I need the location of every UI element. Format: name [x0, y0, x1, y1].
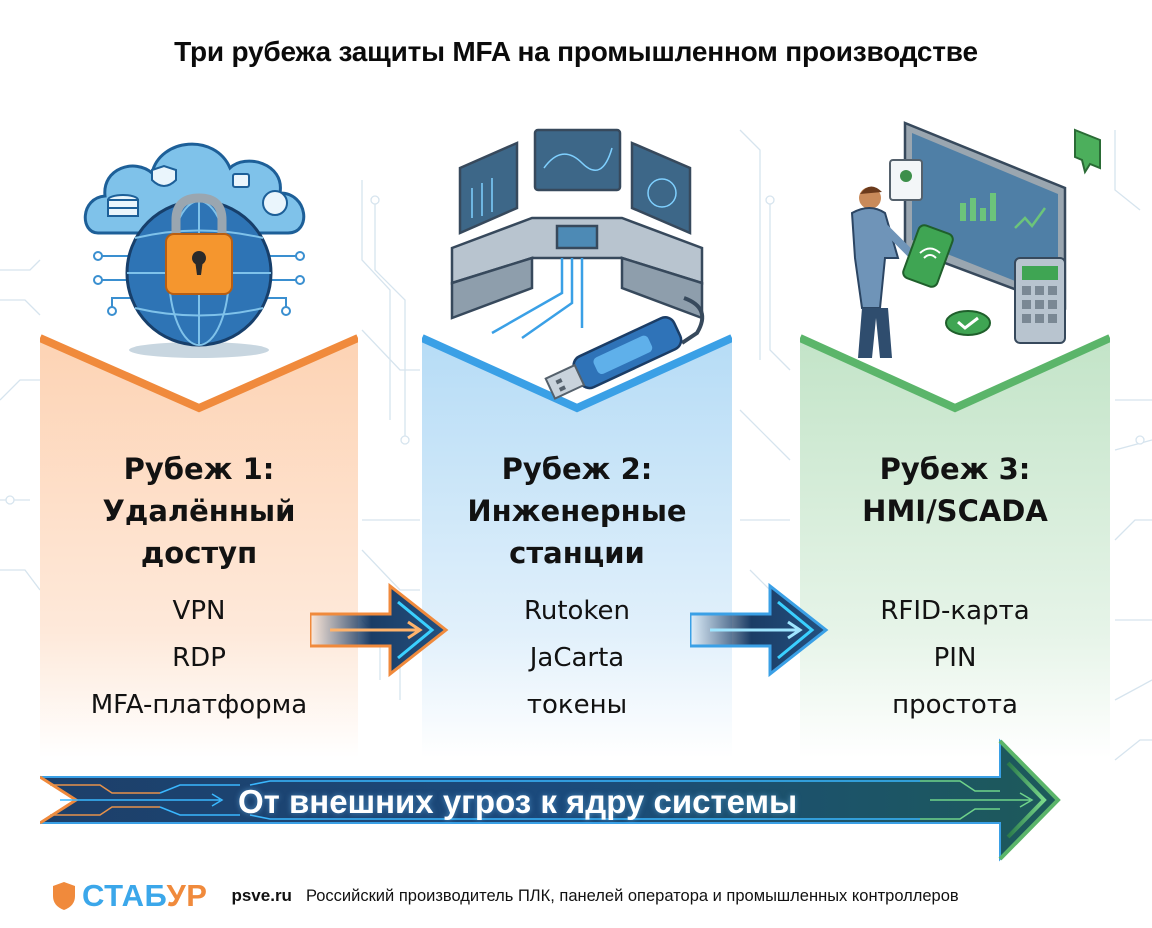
- panel-frame: [422, 108, 732, 758]
- panel-items: VPN RDP MFA-платформа: [40, 588, 358, 729]
- shield-logo-icon: [53, 882, 75, 910]
- brand-logo-part1: СТАБ: [82, 878, 167, 913]
- arrow-right-icon: [690, 582, 829, 678]
- panel-items: Rutoken JaCarta токены: [422, 588, 732, 729]
- panel-frame: [800, 108, 1110, 758]
- heading-line: Инженерные: [467, 494, 687, 528]
- panel-heading: Рубеж 2: Инженерные станции: [422, 448, 732, 574]
- cloud-globe-padlock-icon: [83, 142, 306, 358]
- company-description: Российский производитель ПЛК, панелей оп…: [305, 886, 959, 905]
- panel-items: RFID-карта PIN простота: [800, 588, 1110, 729]
- heading-line: HMI/SCADA: [862, 494, 1048, 528]
- panel-rubezh-2: Рубеж 2: Инженерные станции Rutoken JaCa…: [422, 108, 732, 758]
- heading-line: доступ: [140, 536, 258, 570]
- arrow-right-icon: [310, 582, 449, 678]
- heading-line: Рубеж 2:: [501, 452, 653, 486]
- heading-line: Рубеж 3:: [879, 452, 1031, 486]
- list-item: RFID-карта: [880, 596, 1030, 626]
- heading-line: Удалённый: [102, 494, 296, 528]
- footer: СТАБУР psve.ru Российский производитель …: [52, 878, 959, 914]
- progress-arrow-icon: [40, 738, 1061, 862]
- list-item: JaCarta: [529, 643, 625, 673]
- panel-frame: [40, 108, 358, 758]
- page-title: Три рубежа защиты MFA на промышленном пр…: [174, 36, 978, 67]
- list-item: простота: [892, 690, 1018, 720]
- list-item: VPN: [172, 596, 226, 626]
- operator-rfid-card-hmi-pin-pad-icon: [850, 121, 1101, 358]
- panel-rubezh-1: Рубеж 1: Удалённый доступ VPN RDP MFA-пл…: [40, 108, 358, 758]
- brand-logo-part2: УР: [166, 878, 208, 913]
- list-item: токены: [526, 690, 628, 720]
- brand-logo[interactable]: СТАБУР: [82, 878, 207, 914]
- list-item: Rutoken: [523, 596, 631, 626]
- list-item: PIN: [933, 643, 977, 673]
- panel-rubezh-3: Рубеж 3: HMI/SCADA RFID-карта PIN просто…: [800, 108, 1110, 758]
- list-item: MFA-платформа: [90, 690, 308, 720]
- heading-line: Рубеж 1:: [123, 452, 275, 486]
- list-item: RDP: [172, 643, 226, 673]
- website-link[interactable]: psve.ru: [231, 886, 292, 905]
- panel-heading: Рубеж 3: HMI/SCADA: [800, 448, 1110, 532]
- panel-heading: Рубеж 1: Удалённый доступ: [40, 448, 358, 574]
- heading-line: станции: [509, 536, 645, 570]
- banner-caption: От внешних угроз к ядру системы: [238, 783, 798, 820]
- engineering-workstation-usb-token-icon: [450, 128, 705, 400]
